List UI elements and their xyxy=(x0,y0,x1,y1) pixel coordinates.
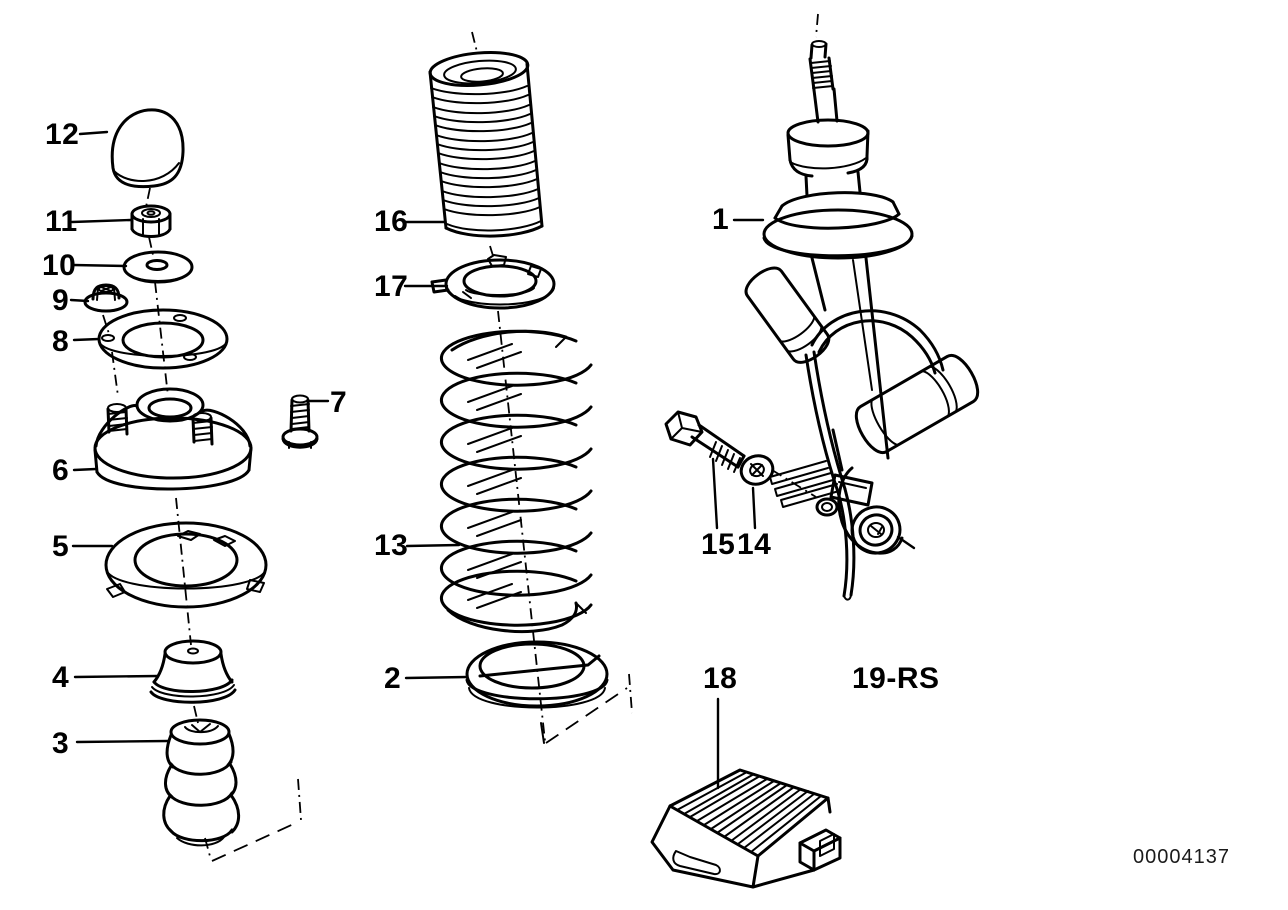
part-18-control-unit-drawing xyxy=(650,768,842,889)
part-6-strut-mount-drawing xyxy=(93,387,253,491)
callout-3: 3 xyxy=(52,727,70,760)
part-16-bellows-drawing xyxy=(428,50,544,238)
callout-2: 2 xyxy=(384,662,402,695)
part-15-hex-bolt-drawing xyxy=(664,410,746,473)
callout-10: 10 xyxy=(42,249,77,282)
part-13-coil-spring-drawing xyxy=(439,329,593,634)
part-7-bolt-drawing xyxy=(281,394,319,449)
part-9-flange-nut-drawing xyxy=(83,283,129,313)
ghost-position-lines xyxy=(211,687,628,862)
callout-9: 9 xyxy=(52,284,70,317)
callout-1: 1 xyxy=(712,203,730,236)
callout-14: 14 xyxy=(737,528,772,561)
callout-5: 5 xyxy=(52,530,70,563)
callout-19-rs: 19-RS xyxy=(852,662,940,695)
callout-12: 12 xyxy=(45,118,80,151)
callout-15: 15 xyxy=(701,528,736,561)
callout-17: 17 xyxy=(374,270,409,303)
part-5-spring-seat-ring-drawing xyxy=(104,521,268,609)
callout-8: 8 xyxy=(52,325,70,358)
part-10-washer-drawing xyxy=(122,250,194,284)
callout-4: 4 xyxy=(52,661,70,694)
callout-6: 6 xyxy=(52,454,70,487)
part-1-shock-absorber-strut-drawing xyxy=(744,40,980,601)
callout-11: 11 xyxy=(45,205,78,238)
callout-13: 13 xyxy=(374,529,409,562)
part-4-support-cup-drawing xyxy=(149,639,237,704)
part-12-cap-drawing xyxy=(110,108,185,189)
part-8-plate-drawing xyxy=(97,308,229,370)
part-2-lower-spring-pad-drawing xyxy=(465,640,609,744)
callout-16: 16 xyxy=(374,205,409,238)
callout-18: 18 xyxy=(703,662,738,695)
part-11-nut-drawing xyxy=(130,204,172,238)
part-3-rubber-buffer-drawing xyxy=(162,718,241,847)
part-14-washer-drawing xyxy=(739,454,775,486)
document-number: 00004137 xyxy=(1133,846,1230,868)
callout-7: 7 xyxy=(330,386,348,419)
part-17-retaining-ring-drawing xyxy=(430,254,556,310)
